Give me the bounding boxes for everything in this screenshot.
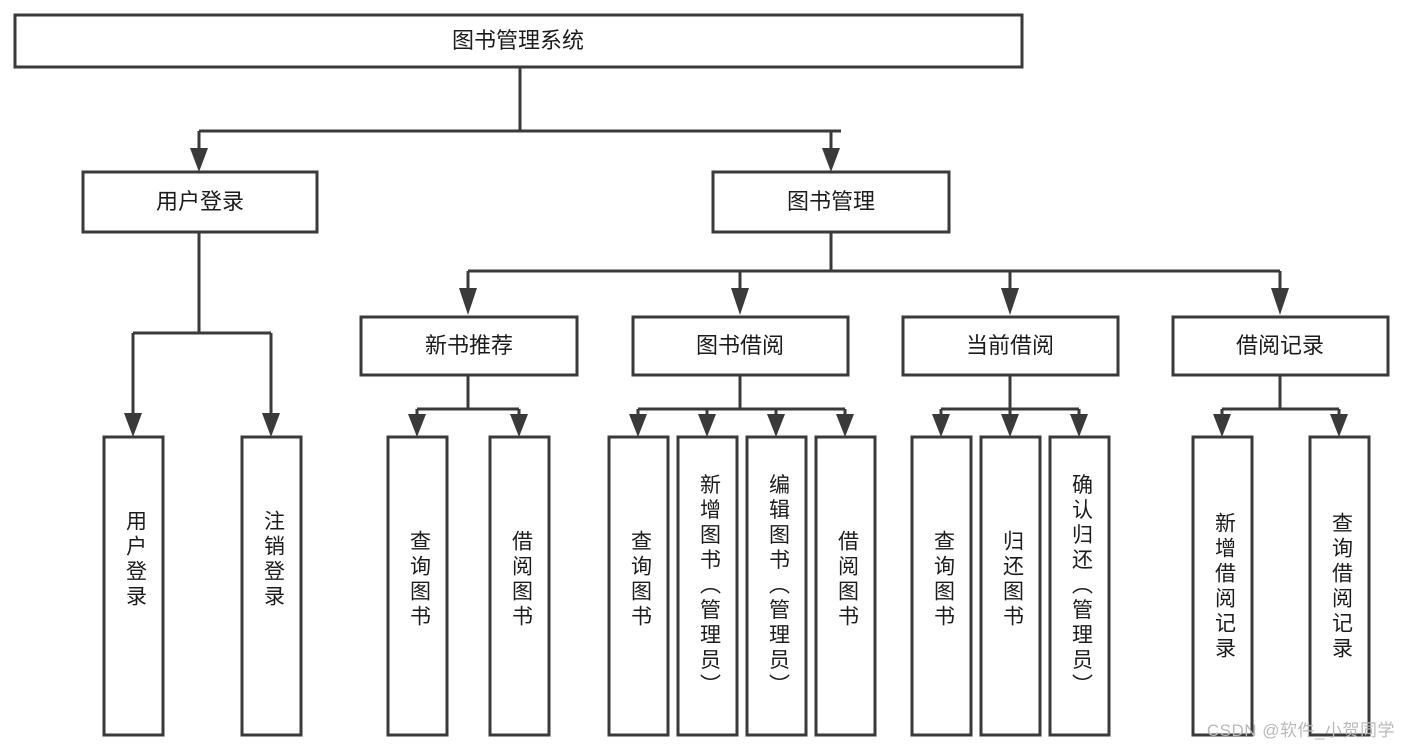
connector-group-current-borrow (932, 375, 1088, 437)
node-leaf-current-borrow-return-label: 归还图书 (1000, 530, 1024, 630)
node-user-login-box (81, 170, 319, 234)
arrow-head-bm-c3 (1001, 288, 1019, 315)
node-borrow-record-box (1171, 315, 1390, 377)
arrow-head-bb-c2 (698, 414, 716, 437)
node-leaf-user-login-logout-box (240, 435, 303, 737)
node-leaf-new-book-query-box (386, 435, 449, 737)
node-current-borrow-box (901, 315, 1120, 377)
node-leaf-new-book-query[interactable]: 查询图书 (386, 435, 449, 737)
arrow-head-bb-c3 (767, 414, 785, 437)
connector-group-new-book (408, 375, 528, 437)
arrow-head-cb-c3 (1070, 414, 1088, 437)
node-user-login[interactable]: 用户登录 (81, 170, 319, 234)
arrow-head-nb-c1 (408, 414, 426, 437)
node-leaf-borrow-record-add-box (1191, 435, 1254, 737)
node-current-borrow[interactable]: 当前借阅 (901, 315, 1120, 377)
node-leaf-book-borrow-query-label: 查询图书 (628, 530, 652, 630)
node-leaf-book-borrow-query[interactable]: 查询图书 (607, 435, 670, 737)
node-leaf-new-book-borrow-label: 借阅图书 (509, 530, 533, 630)
connector-group-book-borrow (629, 375, 854, 437)
arrow-head-br-c1 (1213, 414, 1231, 437)
node-leaf-borrow-record-query-label: 查询借阅记录 (1329, 512, 1353, 662)
node-leaf-borrow-record-query[interactable]: 查询借阅记录 (1308, 435, 1371, 737)
arrow-head-user-login-c2 (262, 413, 280, 437)
node-book-borrow[interactable]: 图书借阅 (631, 315, 850, 377)
node-new-book-recommend-box (359, 315, 579, 377)
node-leaf-new-book-query-label: 查询图书 (407, 530, 431, 630)
node-book-borrow-box (631, 315, 850, 377)
node-leaf-current-borrow-confirm-box (1048, 435, 1111, 737)
node-leaf-new-book-borrow-box (488, 435, 551, 737)
node-leaf-book-borrow-borrow-label: 借阅图书 (835, 530, 859, 630)
node-book-manage-box (711, 170, 951, 234)
connector-group-borrow-record (1213, 375, 1348, 437)
node-leaf-user-login-login-label: 用户登录 (123, 510, 147, 610)
node-leaf-user-login-login[interactable]: 用户登录 (102, 435, 165, 737)
node-leaf-current-borrow-query-box (910, 435, 973, 737)
node-new-book-recommend[interactable]: 新书推荐 (359, 315, 579, 377)
node-leaf-current-borrow-return-box (979, 435, 1042, 737)
node-root-system-box (13, 13, 1024, 69)
arrow-head-cb-c2 (1001, 414, 1019, 437)
arrow-head-user-login (190, 148, 208, 172)
node-leaf-user-login-logout[interactable]: 注销登录 (240, 435, 303, 737)
node-root-system-label: 图书管理系统 (452, 28, 584, 53)
node-leaf-borrow-record-query-box (1308, 435, 1371, 737)
node-leaf-book-borrow-edit-box (745, 435, 808, 737)
arrow-head-cb-c1 (932, 414, 950, 437)
node-book-manage-label: 图书管理 (787, 189, 875, 214)
node-current-borrow-label: 当前借阅 (966, 333, 1054, 358)
node-leaf-book-borrow-borrow[interactable]: 借阅图书 (814, 435, 877, 737)
node-leaf-user-login-login-box (102, 435, 165, 737)
node-leaf-borrow-record-add-label: 新增借阅记录 (1212, 512, 1236, 662)
arrow-head-book-manage (822, 148, 840, 172)
node-leaf-book-borrow-borrow-box (814, 435, 877, 737)
node-leaf-current-borrow-query-label: 查询图书 (931, 530, 955, 630)
node-leaf-book-borrow-add-box (676, 435, 739, 737)
connector-group-book-manage (459, 232, 1289, 315)
node-leaf-current-borrow-query[interactable]: 查询图书 (910, 435, 973, 737)
node-leaf-book-borrow-query-box (607, 435, 670, 737)
node-leaf-new-book-borrow[interactable]: 借阅图书 (488, 435, 551, 737)
connector-group-root (190, 67, 841, 172)
arrow-head-bm-c2 (731, 288, 749, 315)
node-leaf-book-borrow-edit[interactable]: 编辑图书（管理员） (745, 435, 808, 737)
node-root-system[interactable]: 图书管理系统 (13, 13, 1024, 69)
node-user-login-label: 用户登录 (156, 189, 244, 214)
node-leaf-book-borrow-add[interactable]: 新增图书（管理员） (676, 435, 739, 737)
node-leaf-book-borrow-add-label: 新增图书（管理员） (697, 474, 721, 699)
node-leaf-current-borrow-return[interactable]: 归还图书 (979, 435, 1042, 737)
arrow-head-bm-c1 (459, 288, 477, 315)
arrow-head-nb-c2 (510, 414, 528, 437)
node-new-book-recommend-label: 新书推荐 (425, 333, 513, 358)
node-borrow-record-label: 借阅记录 (1236, 333, 1324, 358)
arrow-head-bm-c4 (1271, 288, 1289, 315)
node-leaf-borrow-record-add[interactable]: 新增借阅记录 (1191, 435, 1254, 737)
node-leaf-book-borrow-edit-label: 编辑图书（管理员） (766, 474, 790, 699)
arrow-head-bb-c1 (629, 414, 647, 437)
node-book-manage[interactable]: 图书管理 (711, 170, 951, 234)
node-leaf-current-borrow-confirm[interactable]: 确认归还（管理员） (1048, 435, 1111, 737)
node-leaf-user-login-logout-label: 注销登录 (261, 510, 285, 610)
arrow-head-br-c2 (1330, 414, 1348, 437)
node-book-borrow-label: 图书借阅 (696, 333, 784, 358)
node-borrow-record[interactable]: 借阅记录 (1171, 315, 1390, 377)
node-leaf-current-borrow-confirm-label: 确认归还（管理员） (1069, 474, 1093, 699)
connector-group-user-login (124, 232, 280, 437)
arrow-head-user-login-c1 (124, 413, 142, 437)
arrow-head-bb-c4 (836, 414, 854, 437)
